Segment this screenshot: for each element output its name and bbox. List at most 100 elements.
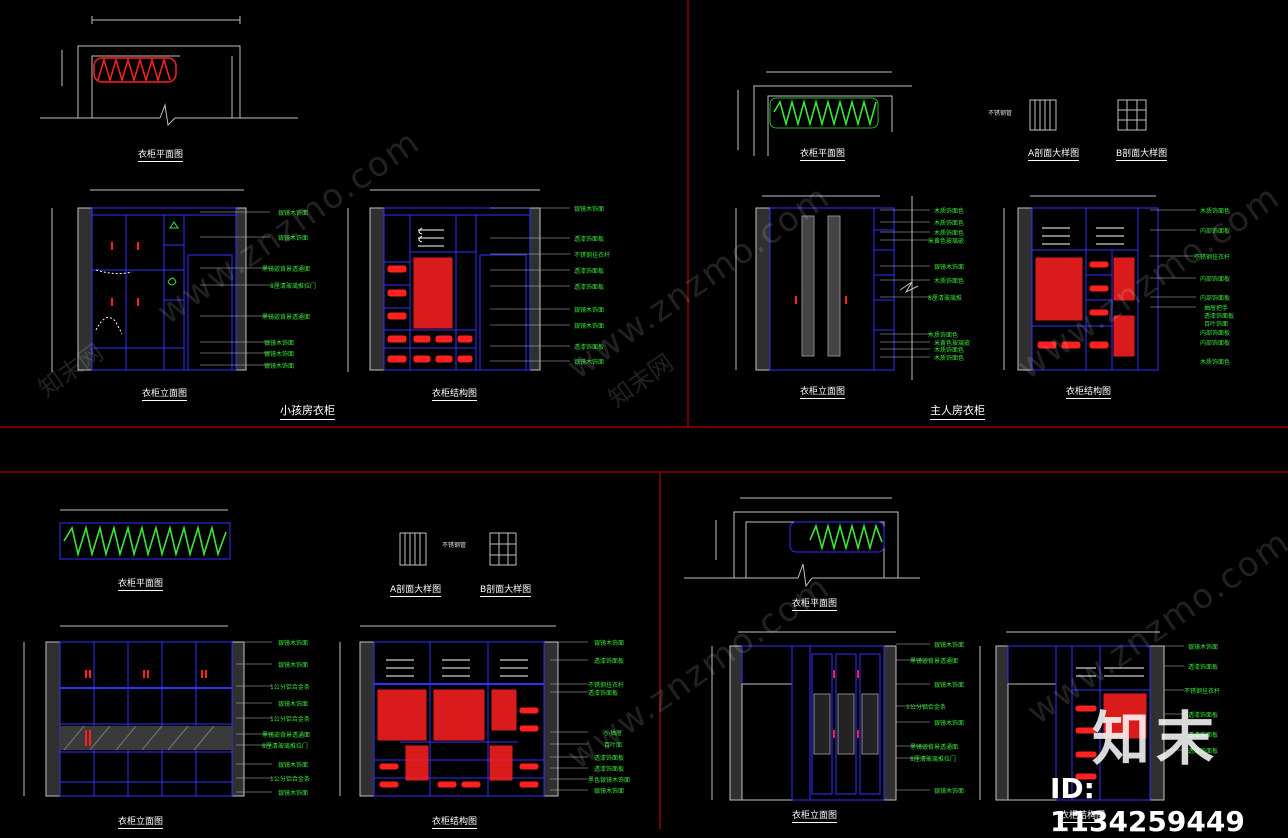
tl-note-b-7: 透漆饰面板 — [574, 344, 605, 351]
tr-plan-hangers — [769, 97, 879, 129]
br-note-b-4: 透漆饰面板 — [1188, 732, 1219, 739]
bl-structure-label: 衣柜结构图 — [432, 814, 478, 829]
bl-detail-a-label: A剖面大样图 — [390, 582, 442, 597]
bl-note-b-4: 小抽屉 — [604, 730, 623, 737]
br-note-a-5: 黑镜嵌背景透通面 — [910, 744, 959, 751]
tl-note-b-4: 透漆饰面板 — [574, 284, 605, 291]
tr-note-a-6: 8厘清玻璃推 — [928, 295, 962, 302]
tr-note-b-3: 内部饰面板 — [1200, 276, 1231, 283]
bl-detail-note: 不锈钢管 — [442, 542, 467, 549]
bl-note-a-2: 1公分铝合金条 — [270, 684, 310, 691]
br-structure-label: 衣柜结构图 — [1060, 808, 1106, 823]
tr-note-b-6: 透漆饰面板 — [1204, 313, 1235, 320]
bl-note-a-7: 银镜木饰面 — [278, 762, 309, 769]
tr-elevation — [735, 195, 919, 380]
tl-note-b-3: 透漆饰面板 — [574, 268, 605, 275]
tr-elevation-label: 衣柜立面图 — [800, 384, 846, 399]
br-note-a-3: 1公分铝合金条 — [906, 704, 946, 711]
tl-structure-clothes — [387, 257, 473, 363]
bl-plan-label: 衣柜平面图 — [118, 576, 164, 591]
bl-note-a-8: 1公分铝合金条 — [270, 776, 310, 783]
br-note-b-3: 透漆饰面板 — [1188, 712, 1219, 719]
tl-note-b-6: 银镜木饰面 — [574, 323, 605, 330]
tl-note-a-3: 8厘清玻璃推拉门 — [270, 283, 316, 290]
bl-leader-lines — [236, 641, 588, 793]
tl-elevation — [51, 189, 247, 372]
tl-note-a-5: 银镜木饰面 — [264, 340, 295, 347]
bl-note-a-9: 银镜木饰面 — [278, 790, 309, 797]
br-structure-clothes — [1075, 693, 1147, 780]
bl-note-a-6: 8厘清玻璃推拉门 — [262, 743, 308, 750]
tl-note-b-0: 银镜木饰面 — [574, 206, 605, 213]
tr-note-a-0: 木质饰面色 — [934, 208, 965, 215]
bl-note-b-6: 透漆饰面板 — [594, 755, 625, 762]
tr-detail-a-label: A剖面大样图 — [1028, 146, 1080, 161]
tr-plan — [737, 71, 1147, 156]
tl-note-b-5: 银镜木饰面 — [574, 307, 605, 314]
br-note-a-1: 黑镜嵌背景透通面 — [910, 658, 959, 665]
bl-note-a-1: 银镜木饰面 — [278, 662, 309, 669]
tr-note-a-10: 木质饰面色 — [934, 355, 965, 362]
tr-note-b-1: 内部饰面板 — [1200, 228, 1231, 235]
br-note-b-0: 银镜木饰面 — [1188, 644, 1219, 651]
tr-detail-note: 不锈钢管 — [988, 110, 1013, 117]
br-leader-lines — [896, 643, 1184, 791]
tr-note-b-2: 不锈钢挂衣杆 — [1194, 254, 1231, 261]
bl-note-a-0: 银镜木饰面 — [278, 640, 309, 647]
tl-elevation-label: 衣柜立面图 — [142, 386, 188, 401]
br-plan-label: 衣柜平面图 — [792, 596, 838, 611]
tl-note-a-2: 黑镜嵌背景透通面 — [262, 266, 311, 273]
bl-structure-clothes — [377, 689, 539, 788]
br-elevation — [711, 631, 897, 801]
bl-note-b-0: 银镜木饰面 — [594, 640, 625, 647]
br-note-a-7: 银镜木饰面 — [934, 788, 965, 795]
br-note-a-0: 银镜木饰面 — [934, 642, 965, 649]
bl-elevation — [23, 625, 245, 797]
bl-note-a-5: 黑镜嵌背景透通面 — [262, 732, 311, 739]
tr-note-b-5: 抽屉把手 — [1204, 305, 1229, 312]
br-plan — [684, 497, 920, 588]
bl-plan — [59, 509, 517, 566]
br-note-b-5: 透漆饰面板 — [1188, 748, 1219, 755]
image-id-label: ID: 1134259449 — [1050, 772, 1245, 838]
tr-note-b-9: 内部饰面板 — [1200, 340, 1231, 347]
tr-note-b-4: 内部饰面板 — [1200, 295, 1231, 302]
tr-note-b-7: 百叶饰面 — [1204, 321, 1229, 328]
bl-note-b-7: 透漆饰面板 — [594, 766, 625, 773]
tr-leader-lines — [880, 209, 1196, 358]
tr-structure-clothes — [1035, 257, 1135, 357]
bl-structure — [339, 625, 559, 797]
tl-leader-lines — [200, 207, 570, 366]
tl-section-title: 小孩房衣柜 — [280, 402, 335, 420]
tr-note-a-1: 木质饰面色 — [934, 220, 965, 227]
br-note-b-1: 透漆饰面板 — [1188, 664, 1219, 671]
tl-note-a-6: 银镜木饰面 — [264, 351, 295, 358]
br-note-b-2: 不锈钢挂衣杆 — [1184, 688, 1221, 695]
tl-note-b-2: 不锈钢挂衣杆 — [574, 252, 611, 259]
tl-note-a-4: 黑镜嵌背景透通面 — [262, 314, 311, 321]
tl-note-a-7: 银镜木饰面 — [264, 363, 295, 370]
bl-elevation-label: 衣柜立面图 — [118, 814, 164, 829]
tl-structure — [347, 189, 541, 372]
tl-note-b-1: 透漆饰面板 — [574, 236, 605, 243]
znzmo-logo: 知末 — [1092, 705, 1221, 773]
tl-plan-hangers — [93, 57, 177, 83]
tr-note-b-0: 木质饰面色 — [1200, 208, 1231, 215]
br-elevation-label: 衣柜立面图 — [792, 808, 838, 823]
tr-note-a-5: 木质饰面色 — [934, 278, 965, 285]
bl-detail-b-label: B剖面大样图 — [480, 582, 532, 597]
bl-note-a-3: 银镜木饰面 — [278, 701, 309, 708]
tl-note-b-8: 银镜木饰面 — [574, 359, 605, 366]
bl-note-b-3: 透漆饰面板 — [588, 690, 619, 697]
tr-structure — [1003, 195, 1159, 371]
tr-note-b-10: 木质饰面色 — [1200, 359, 1231, 366]
tr-note-a-4: 银镜木饰面 — [934, 264, 965, 271]
tl-plan-label: 衣柜平面图 — [138, 147, 184, 162]
bl-note-b-9: 银镜木饰面 — [594, 788, 625, 795]
bl-note-b-2: 不锈钢挂衣杆 — [588, 682, 625, 689]
tr-note-a-8: 米黄色玻璃嵌 — [934, 340, 971, 347]
tr-note-b-8: 内部饰面板 — [1200, 330, 1231, 337]
tl-plan — [40, 16, 298, 127]
